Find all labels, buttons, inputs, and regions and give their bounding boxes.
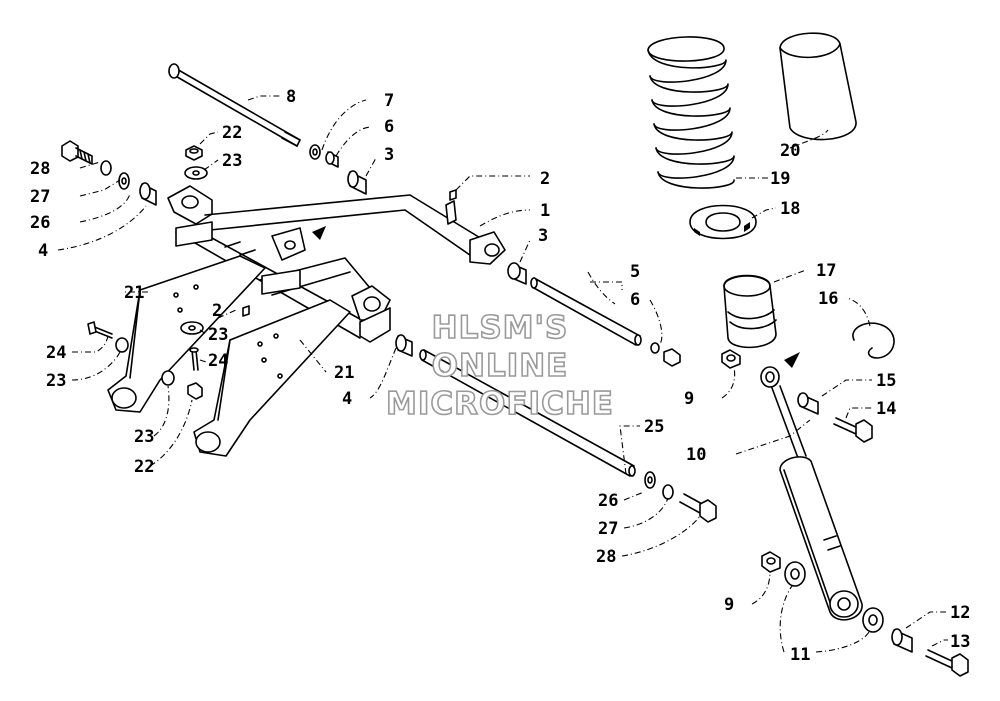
callout-26: 26	[30, 213, 50, 233]
part-long-lower-shaft	[419, 349, 636, 477]
callout-21: 21	[124, 283, 144, 303]
part-rubber-boot	[779, 32, 857, 141]
callout-25: 25	[644, 417, 664, 437]
part-upper-bushing	[797, 392, 819, 415]
part-lower-shock-bushing-a	[784, 561, 806, 587]
callout-23: 23	[134, 427, 154, 447]
callout-13: 13	[950, 632, 970, 652]
callout-6: 6	[384, 117, 394, 137]
part-lower-shock-bolt	[925, 649, 969, 677]
part-upper-shock-nut	[721, 349, 741, 369]
callout-7: 7	[384, 91, 394, 111]
part-right-lockwasher	[662, 484, 674, 500]
leader-lines	[57, 95, 948, 653]
part-lower-bolt-left	[87, 321, 113, 339]
callout-18: 18	[780, 199, 800, 219]
part-short-shaft	[530, 277, 642, 346]
part-rail-arm-right	[193, 299, 351, 457]
watermark: HLSM'S ONLINE MICROFICHE	[385, 309, 614, 423]
part-right-nut	[650, 342, 681, 367]
part-lower-bolt-mid	[189, 347, 199, 371]
part-lower-shock-spacer	[891, 628, 913, 653]
callout-10: 10	[686, 445, 706, 465]
part-lower-spacer	[395, 334, 413, 357]
part-bumper	[723, 274, 777, 349]
watermark-line-3: MICROFICHE	[386, 386, 614, 422]
callout-23: 23	[208, 325, 228, 345]
part-lower-shock-nut	[761, 551, 781, 573]
part-shock-absorber	[760, 352, 863, 621]
part-grease-fitting-lower	[242, 305, 250, 317]
part-upper-bolt	[833, 417, 873, 443]
callout-27: 27	[598, 519, 618, 539]
callout-24: 24	[46, 343, 66, 363]
callout-11: 11	[790, 645, 810, 665]
part-spring-retainer	[689, 204, 757, 240]
callout-9: 9	[684, 389, 694, 409]
part-right-bushing	[507, 262, 527, 285]
callout-9: 9	[724, 595, 734, 615]
part-coil-spring	[647, 36, 735, 189]
callout-23: 23	[46, 371, 66, 391]
part-grease-fitting-top	[449, 189, 457, 201]
part-top-nut	[185, 145, 203, 161]
callout-26: 26	[598, 491, 618, 511]
part-lower-washer-right	[161, 370, 175, 386]
part-right-bolt	[679, 493, 717, 523]
part-top-washer	[309, 144, 321, 160]
part-clip	[852, 322, 895, 359]
callout-21: 21	[334, 363, 354, 383]
callout-28: 28	[596, 547, 616, 567]
callout-20: 20	[780, 141, 800, 161]
part-lower-nut	[187, 382, 203, 400]
callout-4: 4	[342, 389, 352, 409]
callout-15: 15	[876, 371, 896, 391]
callout-22: 22	[222, 123, 242, 143]
watermark-line-1: HLSM'S	[432, 310, 569, 346]
part-swing-arm-frame	[167, 185, 506, 343]
part-lower-washer-mid	[180, 321, 204, 335]
watermark-line-2: ONLINE	[432, 348, 569, 384]
callout-3: 3	[538, 226, 548, 246]
callout-3: 3	[384, 145, 394, 165]
callout-19: 19	[770, 169, 790, 189]
part-lower-washer-left	[115, 337, 129, 353]
callout-17: 17	[816, 261, 836, 281]
callout-22: 22	[134, 457, 154, 477]
part-top-bushing	[325, 151, 339, 168]
callout-labels: 1 2 2 3 3 4 4 5 6 6 7 8 9 9 10 11 12 13 …	[30, 87, 970, 665]
callout-2: 2	[540, 169, 550, 189]
callout-16: 16	[818, 289, 838, 309]
part-left-flatwasher	[118, 172, 130, 190]
callout-27: 27	[30, 187, 50, 207]
callout-12: 12	[950, 603, 970, 623]
part-top-flat-washer	[184, 166, 208, 180]
part-left-lockwasher	[100, 160, 112, 176]
callout-5: 5	[630, 262, 640, 282]
part-lower-shock-bushing-b	[862, 607, 884, 633]
part-left-spacer	[139, 182, 157, 206]
part-top-sleeve	[347, 170, 367, 195]
callout-6: 6	[630, 290, 640, 310]
part-left-bolt	[61, 140, 93, 165]
callout-1: 1	[540, 201, 550, 221]
callout-24: 24	[208, 351, 228, 371]
callout-28: 28	[30, 159, 50, 179]
part-right-flatwasher	[644, 471, 656, 489]
part-long-rod	[168, 63, 301, 147]
callout-2: 2	[212, 301, 222, 321]
callout-4: 4	[38, 241, 48, 261]
callout-14: 14	[876, 399, 896, 419]
callout-23: 23	[222, 151, 242, 171]
callout-8: 8	[286, 87, 296, 107]
